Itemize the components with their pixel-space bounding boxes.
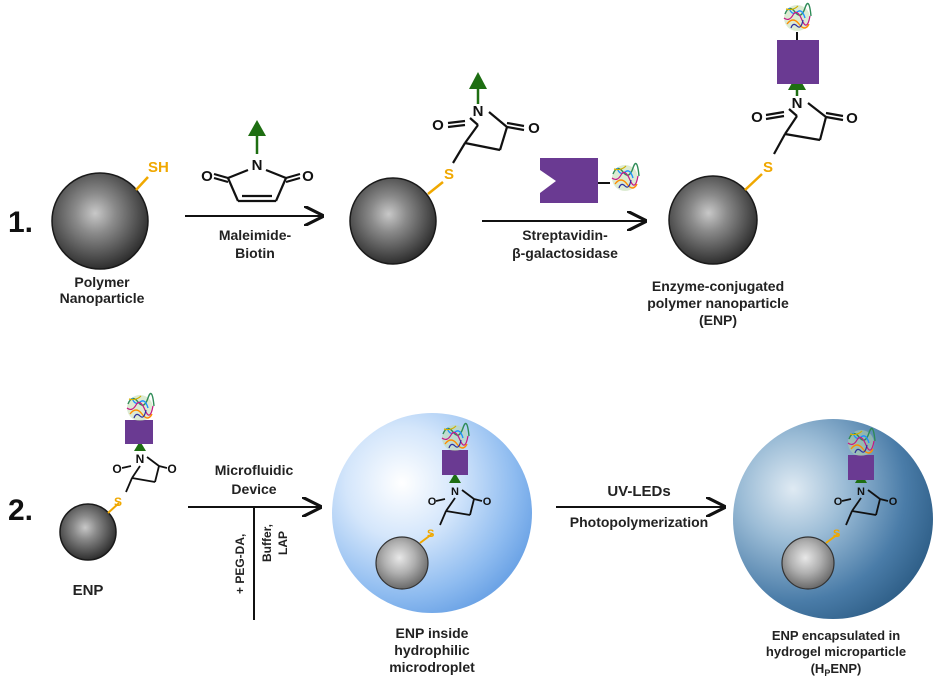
atom-o-5b: O [483, 496, 492, 508]
sulfur-atom-2: S [763, 159, 773, 176]
polymer-nanoparticle [51, 172, 149, 270]
uv-label: UV-LEDs [607, 483, 670, 500]
sulfur-atom-4: S [427, 528, 434, 540]
reagent2-line2: β-galactosidase [512, 245, 618, 261]
atom-o-6a: O [834, 496, 843, 508]
atom-n-3: N [792, 95, 803, 112]
streptavidin-icon [540, 158, 598, 203]
atom-o-6b: O [889, 496, 898, 508]
atom-n-2: N [473, 103, 484, 120]
streptavidin-enzyme [540, 158, 640, 203]
enp-label-line3: (ENP) [699, 312, 737, 328]
device-line2: Device [231, 481, 276, 497]
reagent2-line1: Streptavidin- [522, 227, 608, 243]
step-2-number: 2. [8, 494, 33, 527]
atom-o-2a: O [432, 117, 444, 134]
inlet-peg-da: + PEG-DA, [233, 534, 247, 594]
polymer-label-line2: Nanoparticle [60, 290, 145, 306]
enp-label-line1: Enzyme-conjugated [652, 278, 784, 294]
atom-o-3b: O [846, 110, 858, 127]
atom-n-1: N [252, 157, 263, 174]
capsule-abbreviation: (HPENP) [811, 661, 862, 678]
biotin-icon [248, 120, 266, 136]
intermediate-nanoparticle [349, 177, 444, 265]
biotin-icon [469, 72, 487, 89]
streptavidin-icon [777, 40, 819, 84]
succinimide-biotin-1 [447, 72, 525, 164]
reagent1-line1: Maleimide- [219, 227, 292, 243]
sulfur-atom-1: S [444, 166, 454, 183]
enzyme-icon [611, 162, 640, 192]
atom-o-3a: O [751, 109, 763, 126]
biotin-icon [134, 441, 146, 451]
atom-n-4: N [136, 452, 145, 466]
atom-o-4a: O [112, 462, 121, 476]
enzyme-icon [783, 2, 812, 32]
streptavidin-icon [442, 450, 468, 475]
device-line1: Microfluidic [215, 462, 294, 478]
atom-o-1a: O [201, 168, 213, 185]
reagent1-line2: Biotin [235, 245, 275, 261]
streptavidin-icon [125, 420, 153, 444]
atom-o-2b: O [528, 120, 540, 137]
enp-label-line2: polymer nanoparticle [647, 295, 789, 311]
capsule-label-line1: ENP encapsulated in [772, 628, 900, 643]
photopolymerization-label: Photopolymerization [570, 514, 708, 530]
thiol-linker [135, 176, 149, 191]
capsule-label-line2: hydrogel microparticle [766, 644, 906, 659]
maleimide-biotin-molecule [213, 120, 301, 203]
sulfur-atom-3: S [114, 495, 122, 509]
hydrogel-microparticle [733, 419, 933, 619]
enp-small-label: ENP [73, 582, 104, 599]
thiol-group: SH [148, 159, 169, 176]
droplet-label-line1: ENP inside [396, 625, 469, 641]
biotin-icon [449, 473, 461, 483]
atom-n-6: N [857, 486, 865, 498]
enp-small [59, 392, 168, 561]
atom-o-1b: O [302, 168, 314, 185]
inlet-buffer: Buffer, [260, 524, 274, 562]
droplet-label-line2: hydrophilic [394, 642, 470, 658]
droplet-label-line3: microdroplet [389, 659, 475, 675]
inlet-lap: LAP [276, 531, 290, 555]
step-1-number: 1. [8, 206, 33, 239]
atom-n-5: N [451, 486, 459, 498]
atom-o-4b: O [167, 462, 176, 476]
hydrophilic-microdroplet [332, 413, 532, 613]
atom-o-5a: O [428, 496, 437, 508]
enzyme-conjugated-nanoparticle [668, 2, 844, 265]
enzyme-icon [126, 392, 155, 422]
sulfur-atom-5: S [833, 528, 840, 540]
streptavidin-icon [848, 455, 874, 480]
polymer-label-line1: Polymer [74, 274, 130, 290]
